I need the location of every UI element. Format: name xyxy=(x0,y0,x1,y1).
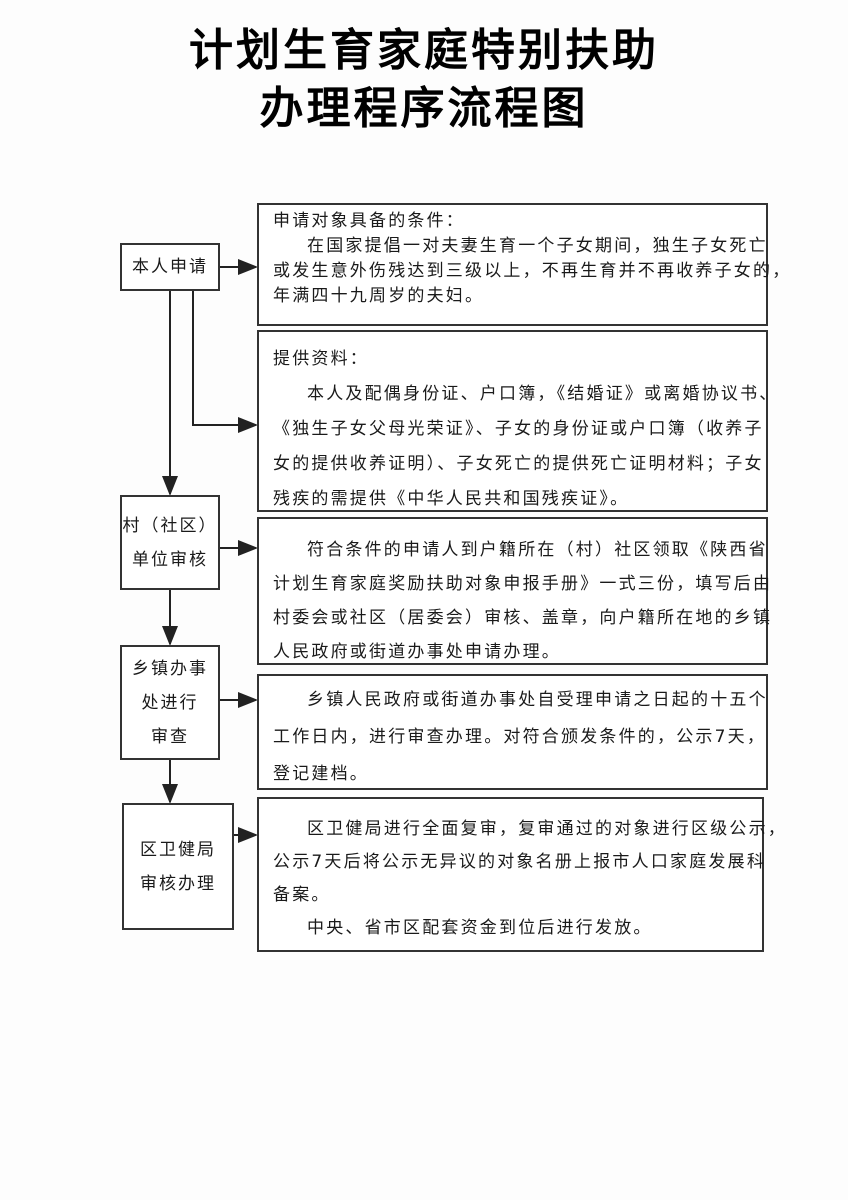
step-label: 单位审核 xyxy=(132,549,208,570)
step-label: 区卫健局 xyxy=(140,839,216,860)
detail-heading: 提供资料： xyxy=(273,349,369,369)
detail-line: 工作日内，进行审查办理。对符合颁发条件的，公示7天， xyxy=(273,727,767,747)
detail-conditions: 申请对象具备的条件： 在国家提倡一对夫妻生育一个子女期间，独生子女死亡 或发生意… xyxy=(257,203,792,326)
step-village-review: 村（社区） 单位审核 xyxy=(120,495,220,590)
detail-line: 符合条件的申请人到户籍所在（村）社区领取《陕西省 xyxy=(307,540,768,560)
detail-line: 登记建档。 xyxy=(273,764,369,784)
detail-line: 中央、省市区配套资金到位后进行发放。 xyxy=(307,918,653,938)
detail-village-review: 符合条件的申请人到户籍所在（村）社区领取《陕西省 计划生育家庭奖励扶助对象申报手… xyxy=(257,517,773,665)
step-label: 乡镇办事 xyxy=(132,658,208,679)
arrow-apply-to-materials xyxy=(192,291,258,433)
detail-line: 村委会或社区（居委会）审核、盖章，向户籍所在地的乡镇 xyxy=(273,608,773,628)
title-line-1: 计划生育家庭特别扶助 xyxy=(189,25,659,76)
step-label: 本人申请 xyxy=(132,257,208,277)
detail-line: 本人及配偶身份证、户口簿，《结婚证》或离婚协议书、 xyxy=(307,384,779,404)
detail-line: 乡镇人民政府或街道办事处自受理申请之日起的十五个 xyxy=(307,690,768,710)
detail-line: 计划生育家庭奖励扶助对象申报手册》一式三份，填写后由 xyxy=(273,574,773,594)
detail-line: 女的提供收养证明）、子女死亡的提供死亡证明材料；子女 xyxy=(273,454,764,474)
title-line-2: 办理程序流程图 xyxy=(259,83,589,134)
detail-township-review: 乡镇人民政府或街道办事处自受理申请之日起的十五个 工作日内，进行审查办理。对符合… xyxy=(257,674,768,790)
step-label: 村（社区） xyxy=(122,515,218,536)
step-label: 处进行 xyxy=(141,692,199,713)
detail-heading: 申请对象具备的条件： xyxy=(273,211,465,231)
detail-line: 公示7天后将公示无异议的对象名册上报市人口家庭发展科 xyxy=(273,852,767,872)
step-township-review: 乡镇办事 处进行 审查 xyxy=(120,645,220,760)
detail-line: 人民政府或街道办事处申请办理。 xyxy=(273,642,561,662)
detail-materials: 提供资料： 本人及配偶身份证、户口簿，《结婚证》或离婚协议书、 《独生子女父母光… xyxy=(257,330,779,512)
detail-line: 《独生子女父母光荣证》、子女的身份证或户口簿（收养子 xyxy=(273,419,764,439)
step-apply: 本人申请 xyxy=(120,243,220,291)
detail-line: 备案。 xyxy=(273,885,331,905)
detail-line: 区卫健局进行全面复审，复审通过的对象进行区级公示， xyxy=(307,819,787,839)
step-label: 审查 xyxy=(151,726,189,747)
step-district-review: 区卫健局 审核办理 xyxy=(122,803,234,930)
detail-line: 或发生意外伤残达到三级以上，不再生育并不再收养子女的， xyxy=(273,261,792,281)
detail-line: 残疾的需提供《中华人民共和国残疾证》。 xyxy=(273,489,630,509)
step-label: 审核办理 xyxy=(140,873,216,894)
detail-district-review: 区卫健局进行全面复审，复审通过的对象进行区级公示， 公示7天后将公示无异议的对象… xyxy=(257,797,787,952)
detail-line: 年满四十九周岁的夫妇。 xyxy=(273,286,485,306)
detail-line: 在国家提倡一对夫妻生育一个子女期间，独生子女死亡 xyxy=(307,236,768,256)
